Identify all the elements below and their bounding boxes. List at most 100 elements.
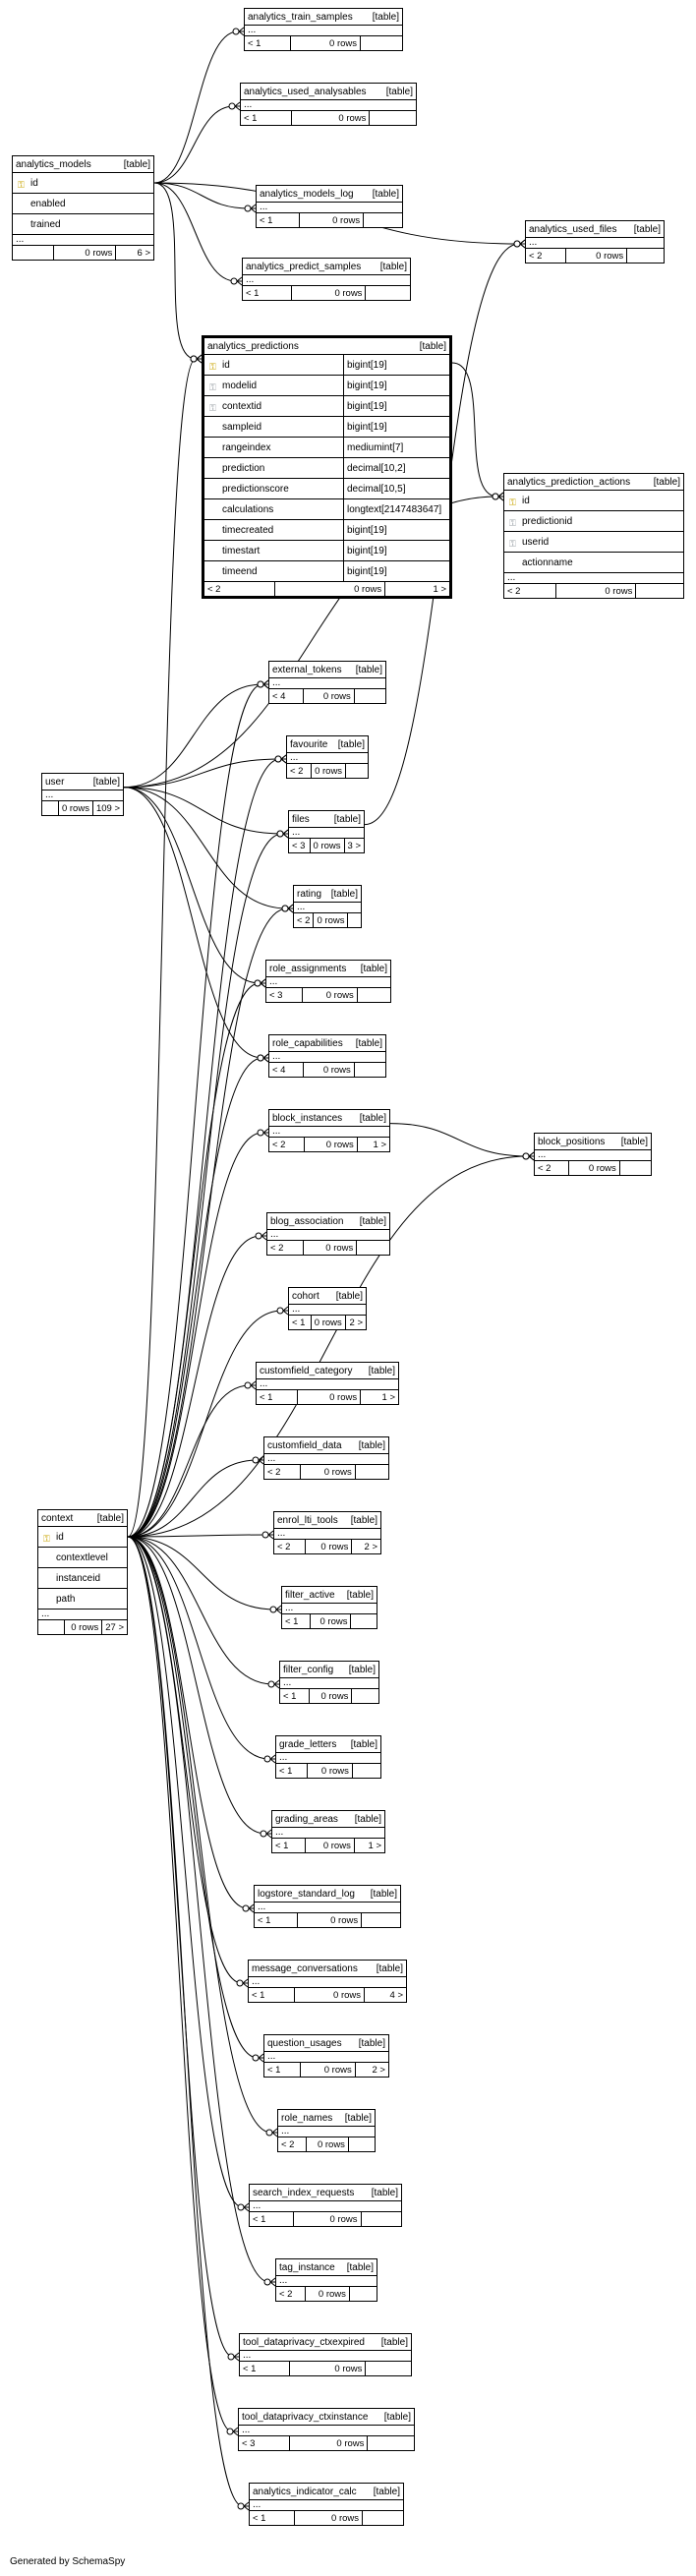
column-type: decimal[10,5] (343, 479, 449, 498)
table-kind-label: [table] (419, 340, 446, 352)
table-kind-label: [table] (96, 1512, 124, 1524)
table-kind-label: [table] (359, 1112, 386, 1124)
column-name-text: calculations (222, 503, 274, 515)
table-name: message_conversations (252, 1962, 358, 1974)
row-count: 0 rows (308, 1764, 353, 1778)
table-name: analytics_used_analysables (244, 86, 367, 97)
table-kind-label: [table] (376, 1962, 403, 1974)
column-name: ⚿id (13, 178, 153, 189)
children-count (349, 2137, 375, 2151)
column-name: calculations (204, 504, 343, 515)
parents-count: < 3 (266, 988, 304, 1002)
table-name: rating (297, 888, 322, 900)
children-count (357, 1241, 389, 1255)
table-analytics_prediction_actions[interactable]: analytics_prediction_actions[table]⚿id⚿p… (503, 473, 684, 599)
table-header: block_positions[table] (535, 1134, 651, 1150)
table-header: external_tokens[table] (269, 662, 385, 678)
parents-count (42, 801, 59, 815)
relationship-line (127, 358, 202, 1538)
children-count: 27 > (105, 1621, 124, 1633)
more-columns-ellipsis: ... (269, 1052, 385, 1063)
table-name: context (41, 1512, 74, 1524)
table-tool_dataprivacy_ctxexpired[interactable]: tool_dataprivacy_ctxexpired[table]...< 1… (239, 2333, 412, 2376)
table-name: external_tokens (272, 664, 342, 675)
relationship-line (153, 105, 240, 184)
relationship-line (127, 1536, 263, 2059)
row-count: 0 rows (291, 36, 361, 50)
relationship-line (451, 362, 503, 498)
table-kind-label: [table] (123, 158, 150, 170)
crowfoot-zero-many-marker (274, 755, 282, 763)
row-count: 0 rows (65, 1620, 103, 1634)
table-header: analytics_predictions[table] (204, 338, 449, 355)
table-header: context [table] (38, 1510, 127, 1527)
table-tool_dataprivacy_ctxinstance[interactable]: tool_dataprivacy_ctxinstance[table]...< … (238, 2408, 415, 2451)
row-count: 0 rows (303, 988, 358, 1002)
crowfoot-zero-many-marker (257, 680, 264, 688)
column-name-text: id (56, 1531, 64, 1543)
column-type: bigint[19] (343, 396, 449, 416)
table-kind-label: [table] (379, 261, 407, 272)
table-header: user[table] (42, 774, 123, 790)
parents-count: < 2 (504, 584, 557, 598)
column-name: actionname (504, 557, 683, 568)
table-name: analytics_indicator_calc (253, 2486, 357, 2497)
column-name-text: prediction (222, 462, 265, 474)
table-header: question_usages[table] (264, 2035, 388, 2052)
more-columns-ellipsis: ... (504, 573, 683, 584)
parents-count: < 2 (204, 582, 276, 596)
relationship-line (127, 1536, 248, 1984)
parents-count: < 2 (276, 2287, 307, 2301)
children-count (348, 913, 361, 927)
relationship-line (127, 1536, 249, 2507)
column-name-text: timestart (222, 545, 261, 556)
crowfoot-zero-many-marker (281, 905, 289, 912)
children-count (353, 1764, 380, 1778)
more-columns-ellipsis: ... (274, 1529, 380, 1540)
table-name: customfield_data (267, 1439, 342, 1451)
